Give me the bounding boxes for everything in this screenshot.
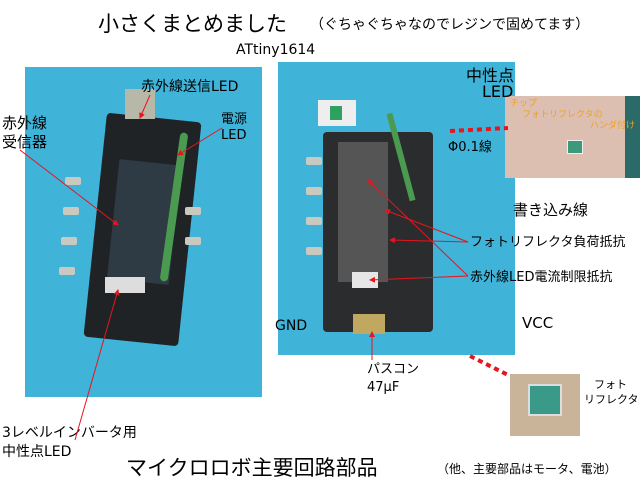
finger-inset-photo	[505, 96, 640, 178]
vcc-label: VCC	[522, 314, 554, 332]
bypass-cap-label-2: 47μF	[367, 380, 400, 395]
arrow-pr-res-2	[389, 237, 469, 244]
left-circuit-photo	[25, 67, 262, 397]
arrow-pr-res-1	[384, 208, 469, 243]
ir-led-resistor-label: 赤外線LED電流制限抵抗	[470, 270, 613, 285]
right-circuit-photo	[278, 62, 515, 355]
neutral-point-label-2: LED	[482, 82, 514, 101]
write-wire-label: 書き込み線	[513, 201, 589, 219]
footer-title: マイクロロボ主要回路部品	[126, 456, 378, 480]
wire-label: Φ0.1線	[448, 140, 492, 155]
neutral-led-label-1: 3レベルインバータ用	[2, 425, 137, 441]
ir-rx-label-1: 赤外線	[2, 114, 48, 132]
arrow-ir-res-2	[369, 275, 469, 283]
finger-inset-label-1: チップ	[510, 99, 538, 109]
mcu-label: ATtiny1614	[236, 42, 316, 58]
power-led-label-2: LED	[221, 128, 247, 143]
photoreflector-inset-label-2: リフレクタ	[584, 393, 639, 406]
dotted-link-photoreflector	[469, 354, 511, 378]
photoreflector-resistor-label: フォトリフレクタ負荷抵抗	[470, 235, 626, 250]
finger-inset-label-2: フォトリフレクタの	[522, 110, 603, 120]
arrow-neutral-led	[74, 289, 120, 441]
gnd-label: GND	[275, 318, 308, 334]
neutral-led-label-2: 中性点LED	[2, 444, 72, 460]
bypass-cap-label-1: パスコン	[367, 362, 420, 377]
dotted-link-finger	[449, 126, 509, 133]
photoreflector-inset-photo	[510, 374, 580, 436]
ir-tx-led-label: 赤外線送信LED	[141, 79, 239, 95]
arrow-ir-res-1	[367, 179, 469, 277]
finger-inset-label-3: ハンダ付け	[590, 121, 636, 131]
arrow-power-led	[177, 127, 223, 156]
photoreflector-inset-label-1: フォト	[594, 378, 627, 391]
slide-title: 小さくまとめました	[98, 12, 287, 36]
ir-rx-label-2: 受信器	[2, 133, 48, 151]
neutral-point-label-1: 中性点	[466, 66, 515, 85]
power-led-label-1: 電源	[221, 112, 248, 127]
arrow-ir-rx	[19, 149, 119, 226]
footer-note: （他、主要部品はモータ、電池）	[437, 462, 617, 476]
arrow-ir-tx	[139, 94, 151, 119]
slide-title-note: （ぐちゃぐちゃなのでレジンで固めてます）	[310, 17, 590, 33]
